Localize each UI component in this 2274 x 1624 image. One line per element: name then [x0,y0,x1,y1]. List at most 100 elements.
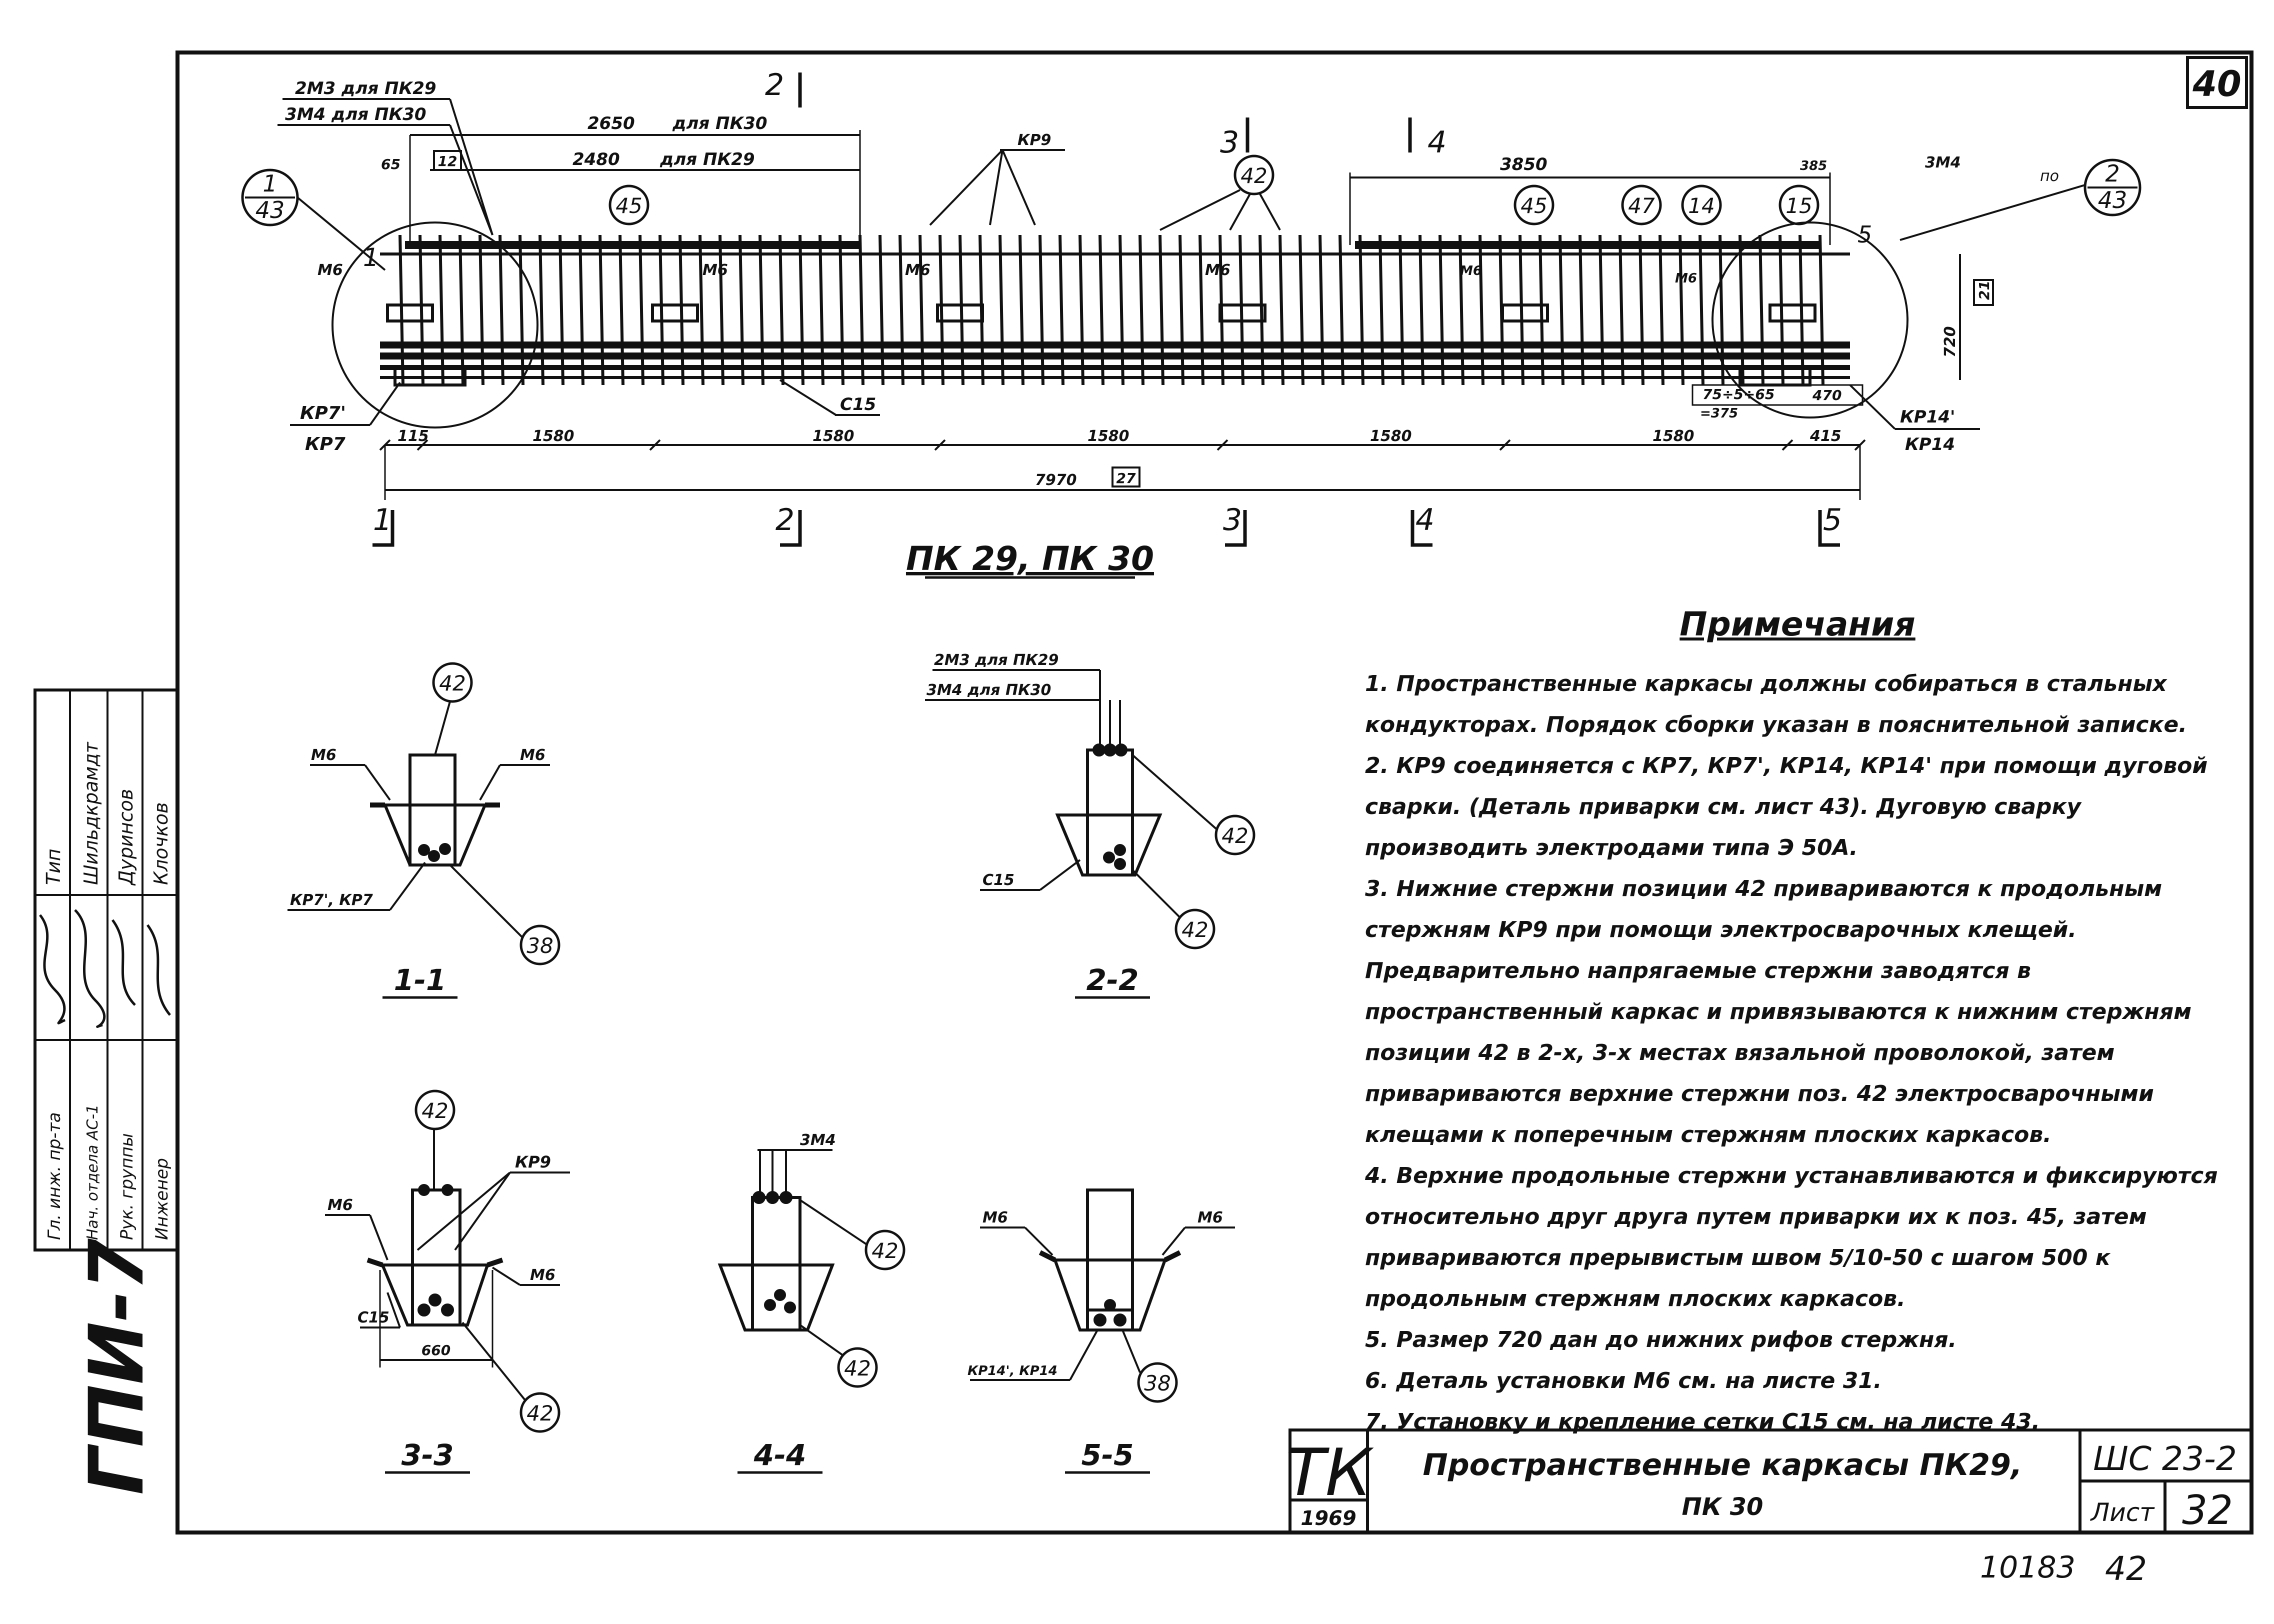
transverse-rod [918,234,924,386]
s22-c15: С15 [982,872,1014,889]
dim-3850: 3850 [1500,154,1548,174]
name-3: Дуринсов [115,789,137,886]
transverse-rod [1038,234,1044,386]
box-21: 21 [1976,280,1992,300]
cut-4-bottom-mark [1410,510,1432,547]
plate-m6-2 [651,304,699,322]
s33-kp9: КР9 [515,1152,551,1172]
box-27: 27 [1116,470,1136,486]
label-m6-2: М6 [702,262,728,279]
dim-470: 470 [1812,387,1842,404]
label-2m3: 2M3 для ПК29 [295,78,436,98]
transverse-rod [938,234,944,386]
transverse-rod [1318,234,1324,386]
s55-m6a: М6 [982,1209,1008,1226]
s33-pos42b: 42 [526,1401,553,1426]
section-3-3 [325,1090,570,1433]
transverse-rod [1638,234,1644,386]
s33-m6b: М6 [530,1266,556,1284]
transverse-rod [1478,234,1484,386]
dim-75: 75÷5÷65 [1702,386,1774,402]
transverse-rod [1278,234,1284,386]
notes-list: 1. Пространственные каркасы должны собир… [1350,664,2245,1442]
label-m6-3: М6 [905,262,930,279]
box-12: 12 [438,153,458,170]
transverse-rod [1178,234,1184,386]
transverse-rod [1158,234,1164,386]
transverse-rod [1558,234,1564,386]
plate-m6-5 [1501,304,1549,322]
s33-dim: 660 [422,1342,450,1358]
transverse-rod [958,234,964,386]
span-2: 1580 [812,428,854,445]
cut-3-bottom: 3 [1223,502,1242,538]
s55-pos38: 38 [1144,1371,1170,1396]
transverse-rod [558,234,564,386]
transverse-rod [1018,234,1024,386]
label-kp14a: КР14' [1900,407,1955,427]
section-label-1-1: 1-1 [394,963,446,997]
transverse-rod [858,234,864,386]
s44-pos42a: 42 [872,1238,898,1263]
transverse-rod [1078,234,1084,386]
pos-45-right: 45 [1520,194,1547,218]
callout-left-top: 1 [262,170,277,197]
transverse-rod [1298,234,1304,386]
transverse-rod [1138,234,1144,386]
transverse-rod [818,234,824,386]
dim-2650: 2650 [588,114,635,134]
s22-top1: 2M3 для ПК29 [934,652,1058,669]
span-4: 1580 [1370,428,1412,445]
cut-3-top: 3 [1220,125,1239,160]
s44-top: 3M4 [800,1132,836,1149]
cut-2-bottom: 2 [776,502,794,538]
cut-3-bottom-mark [1225,510,1247,547]
transverse-rod [1338,234,1344,386]
role-2: Нач. отдела АС-1 [84,1104,102,1240]
dimension-tick [1216,439,1228,451]
section-label-5-5: 5-5 [1082,1438,1134,1472]
transverse-rod [1678,234,1684,386]
transverse-rod [598,234,604,386]
s22-pos42b: 42 [1182,918,1208,942]
transverse-rod [1698,234,1704,386]
bottom-code: 10183 [1980,1550,2076,1585]
role-1: Гл. инж. пр-та [44,1112,64,1240]
note-2: 2. КР9 соединяется с КР7, КР7', КР14, КР… [1365,753,2208,860]
note-7: 7. Установку и крепление сетки С15 см. н… [1365,1409,2040,1434]
pos-42-top: 42 [1240,164,1267,188]
drawing-title-line2: ПК 30 [1682,1493,1764,1521]
transverse-rod [1198,234,1204,386]
s11-pos42: 42 [439,671,466,696]
cut-5-bottom-mark [1818,510,1840,547]
transverse-rod [738,234,744,386]
s33-pos42a: 42 [422,1098,448,1123]
transverse-rod [878,234,884,386]
dim-375: =375 [1700,406,1738,421]
cut-5-top: 5 [1858,221,1872,248]
cut-1-top: 1 [363,243,379,272]
transverse-rod [798,234,804,386]
note-6: 6. Деталь установки М6 см. на листе 31. [1365,1368,1882,1394]
cut-2-bottom-mark [780,510,802,547]
section-4-4 [718,1149,906,1388]
transverse-rod [838,234,844,386]
label-m6-6: М6 [1675,271,1697,286]
plate-m6-3 [936,304,984,322]
sheet-number: 32 [2182,1487,2233,1534]
name-4: Клочков [150,802,172,885]
dimension-tick [416,439,428,451]
transverse-rod [1458,234,1464,386]
transverse-rod [1818,234,1824,386]
section-label-2-2: 2-2 [1086,963,1139,997]
callout-right-top: 2 [2105,160,2120,187]
transverse-rod [638,234,644,386]
transverse-rod [718,234,724,386]
dimension-tick [1499,439,1511,451]
label-m6-4: М6 [1205,262,1230,279]
transverse-rod [1538,234,1544,386]
detail-circle-right [1712,222,1908,418]
s55-kp: КР14', КР14 [968,1364,1058,1378]
dim-720: 720 [1942,326,1959,358]
pos-14: 14 [1688,194,1714,218]
